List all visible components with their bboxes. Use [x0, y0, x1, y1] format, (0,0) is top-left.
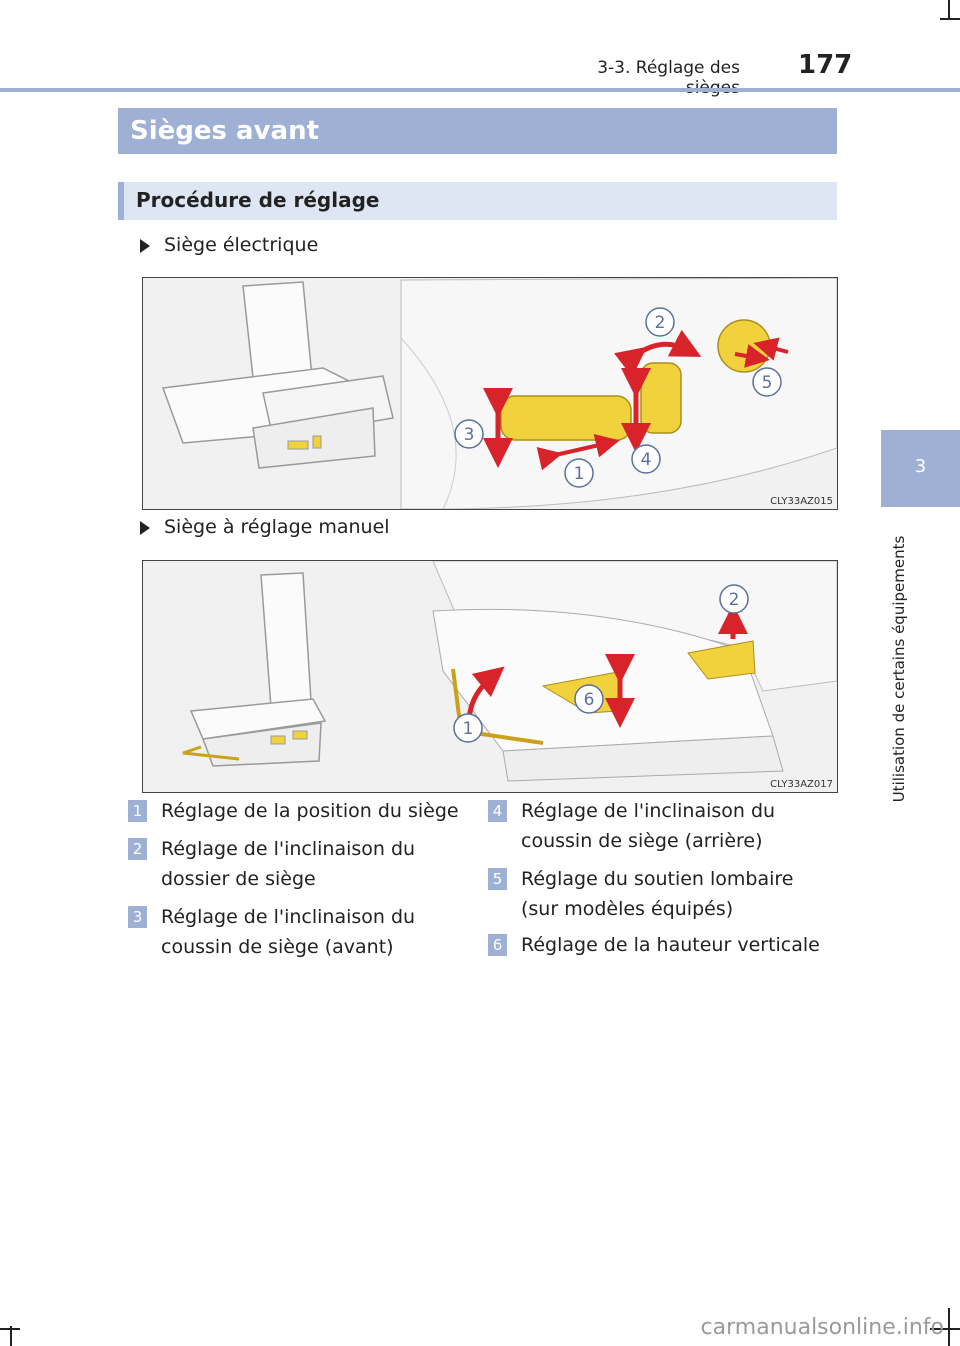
figure-caption: Siège à réglage manuel [140, 516, 390, 538]
legend-number: 5 [488, 868, 507, 890]
legend-number: 4 [488, 800, 507, 822]
section-heading-text: Sièges avant [130, 116, 320, 146]
page-number: 177 [798, 50, 853, 80]
legend-text: Réglage de l'inclinaison du coussin de s… [521, 800, 776, 852]
crop-mark [0, 1328, 20, 1330]
legend-number: 6 [488, 934, 507, 956]
crop-mark [948, 1308, 950, 1346]
crop-mark [940, 18, 960, 20]
callout-1: 1 [574, 464, 585, 484]
callout-3: 3 [464, 425, 475, 445]
power-seat-drawing: 2 5 3 4 1 [161, 278, 837, 509]
figure-code: CLY33AZ015 [770, 496, 833, 507]
chapter-tab: 3 [881, 430, 960, 507]
slide-recline-switch [500, 395, 632, 441]
legend-text: Réglage de l'inclinaison du coussin de s… [161, 906, 416, 958]
callout-4: 4 [641, 450, 652, 470]
figure-code: CLY33AZ017 [770, 779, 833, 790]
triangle-bullet-icon [140, 520, 150, 535]
power-seat-illustration: 2 5 3 4 1 CLY33AZ015 [142, 277, 838, 510]
crop-mark [948, 0, 950, 20]
legend-text: Réglage de la position du siège [161, 800, 459, 822]
figure-caption: Siège électrique [140, 234, 318, 256]
legend-number: 1 [128, 800, 147, 822]
legend-number: 2 [128, 838, 147, 860]
chapter-title: Utilisation de certains équipements [890, 535, 908, 803]
callout-2: 2 [729, 590, 740, 610]
section-heading: Sièges avant [118, 108, 837, 154]
subsection-heading-text: Procédure de réglage [136, 188, 380, 212]
callout-2: 2 [655, 313, 666, 333]
manual-seat-drawing: 2 6 1 [182, 561, 837, 782]
chapter-tab-strip [881, 507, 960, 847]
crop-mark [10, 1326, 12, 1346]
legend-text: Réglage de la hauteur verticale [521, 934, 820, 956]
subsection-heading: Procédure de réglage [118, 182, 837, 220]
crop-mark [930, 1328, 960, 1330]
triangle-bullet-icon [140, 238, 150, 253]
running-header-section: 3-3. Réglage des sièges [597, 58, 740, 98]
lumbar-knob [717, 319, 771, 373]
manual-seat-illustration: 2 6 1 CLY33AZ017 [142, 560, 838, 793]
legend-text: Réglage du soutien lombaire (sur modèles… [521, 868, 794, 920]
chapter-number: 3 [914, 456, 927, 477]
chapter-title-vertical: Utilisation de certains équipements [889, 520, 915, 820]
legend-number: 3 [128, 906, 147, 928]
callout-6: 6 [584, 690, 595, 710]
seatback-switch [640, 362, 682, 434]
header-rule [0, 88, 960, 92]
callout-5: 5 [762, 373, 773, 393]
watermark: carmanualsonline.info [700, 1315, 944, 1340]
legend-text: Réglage de l'inclinaison du dossier de s… [161, 838, 416, 890]
callout-1: 1 [463, 719, 474, 739]
